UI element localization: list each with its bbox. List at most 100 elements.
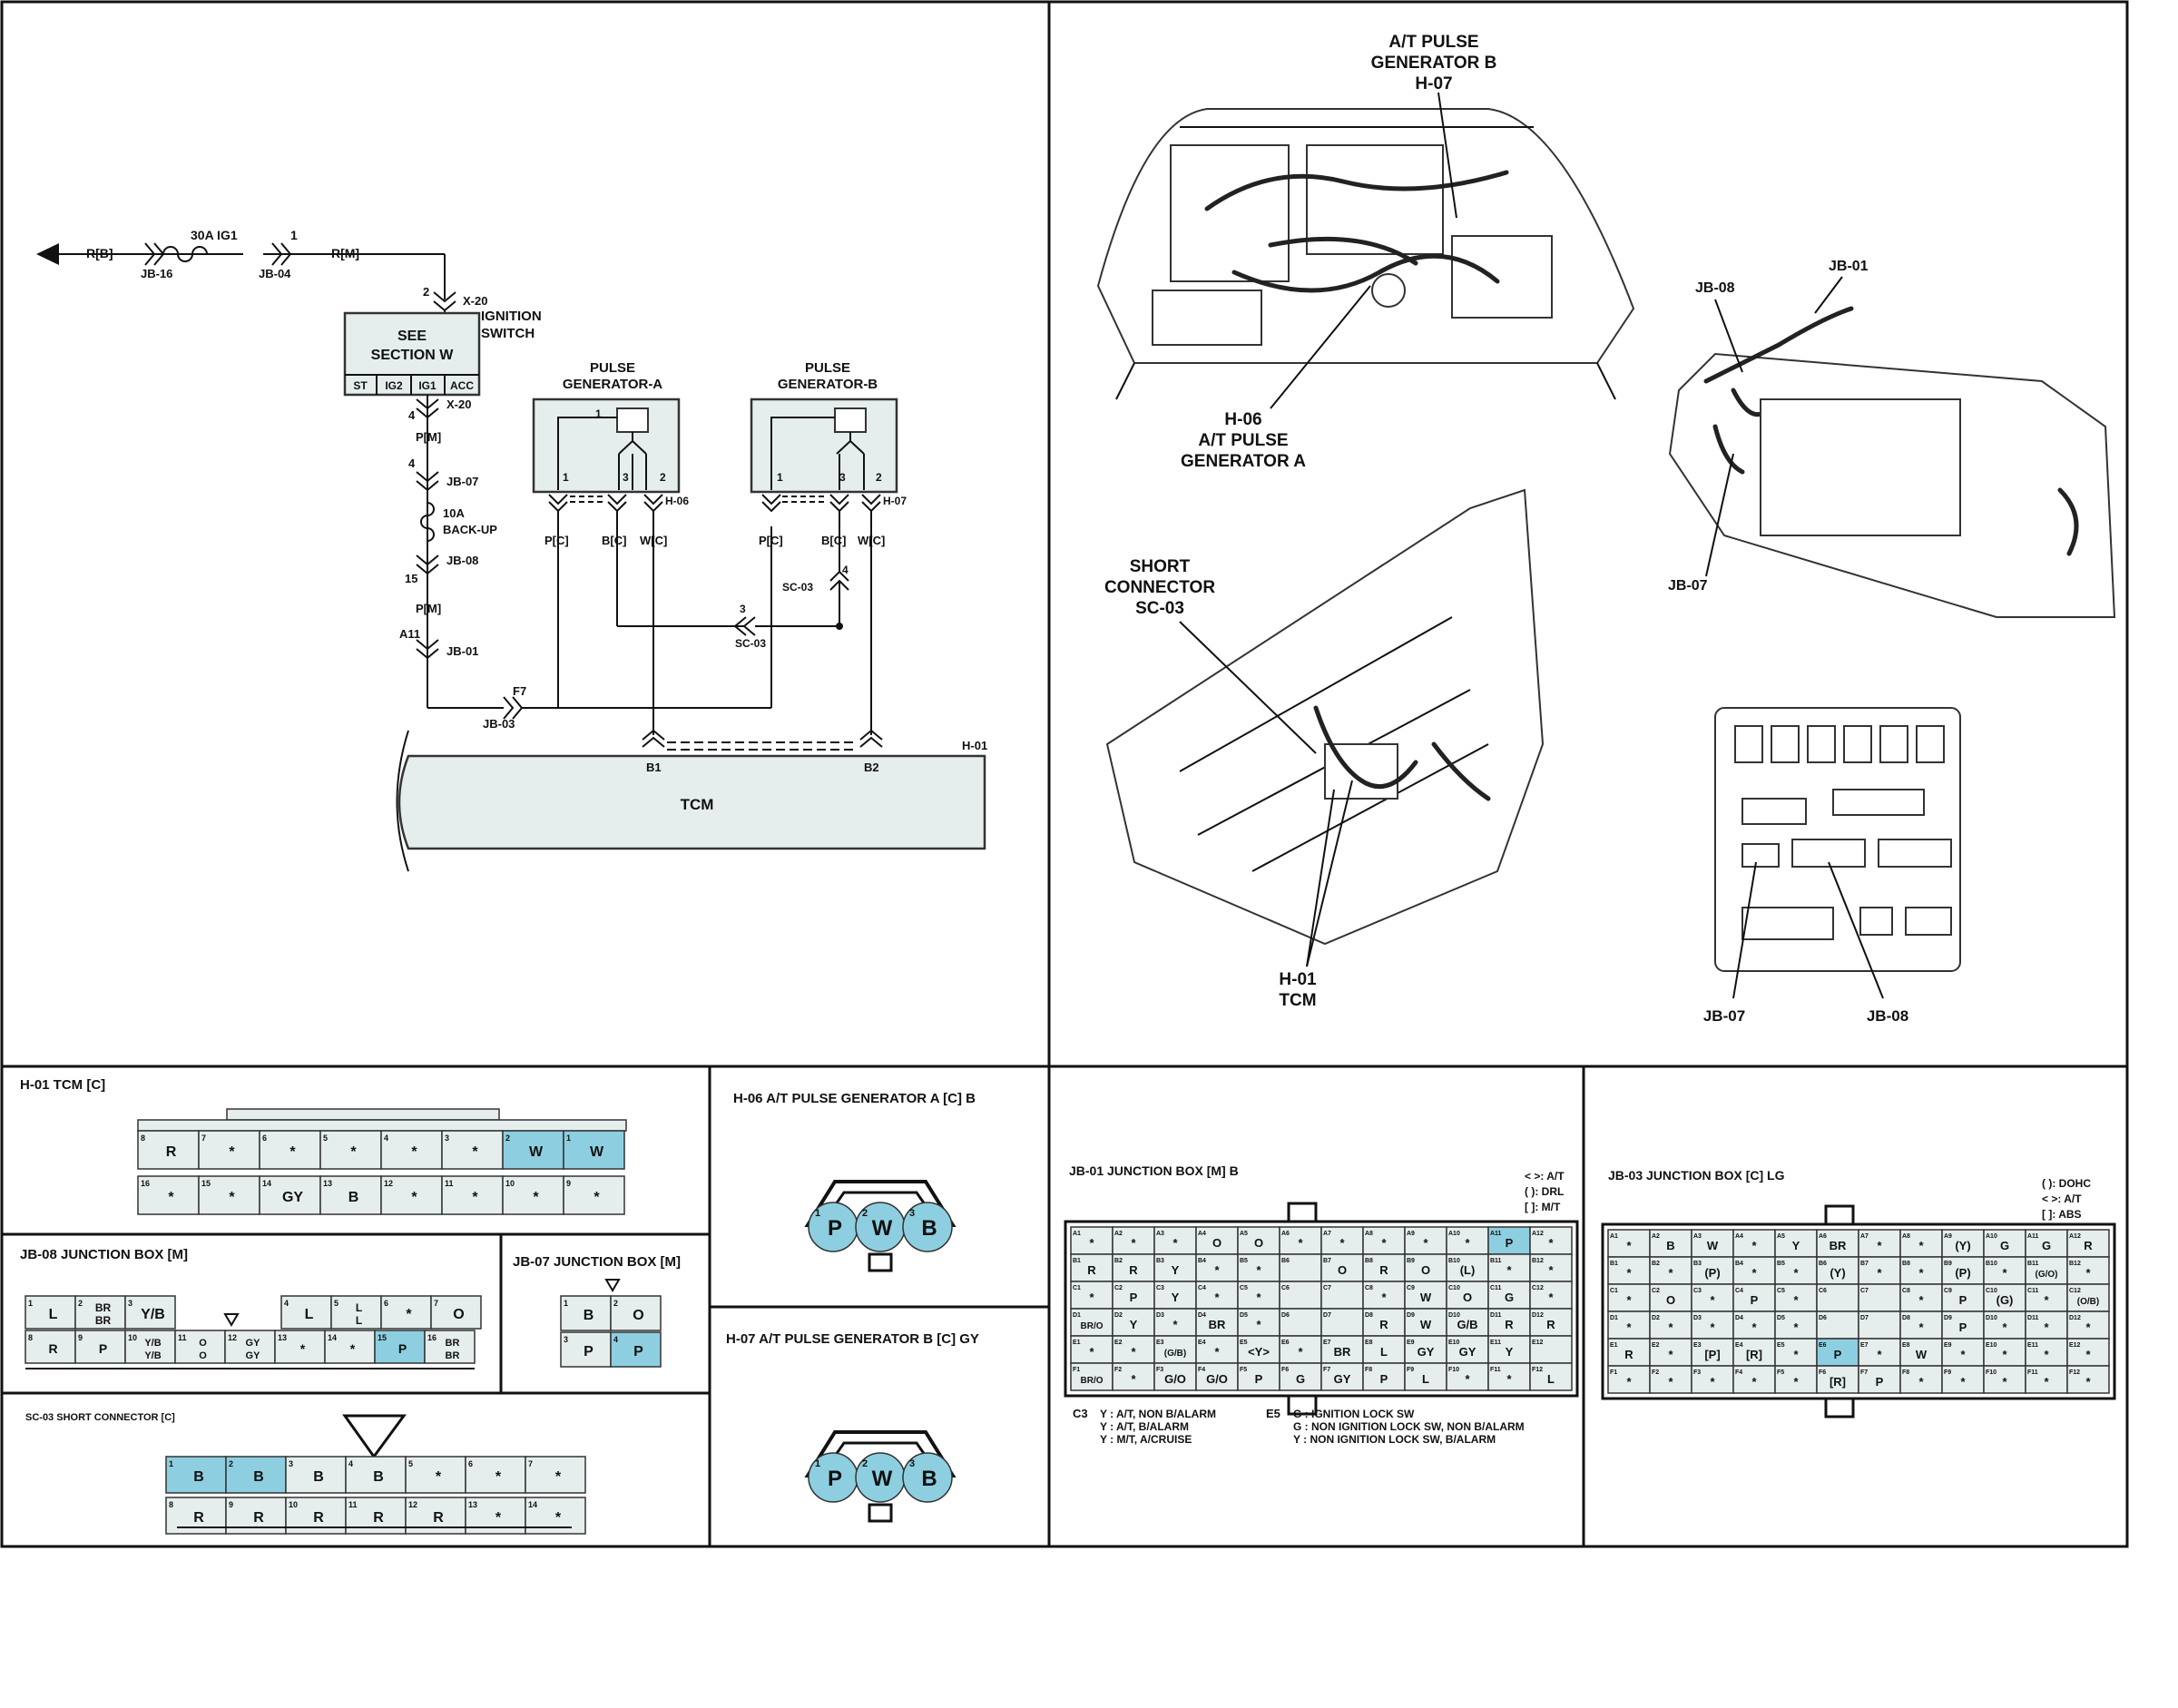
- label-fuse-backup: BACK-UP: [443, 523, 497, 536]
- engine-bay-sketch: [1096, 108, 1635, 400]
- h06-pin-number: 2: [862, 1208, 868, 1219]
- sc03-top-pin-number: 7: [528, 1459, 533, 1468]
- panel-frame: [0, 0, 2129, 1548]
- label-sc03-pin4: 4: [842, 564, 849, 576]
- jb03-pin-number: A9: [1944, 1233, 1952, 1240]
- sc03-bottom-wire-color: *: [555, 1510, 562, 1526]
- jb01-pin-number: E11: [1490, 1340, 1501, 1346]
- sc03-top-wire-color: B: [253, 1469, 264, 1485]
- jb03-wire-color: *: [1751, 1320, 1757, 1334]
- jb03-cell: [1774, 1338, 1818, 1367]
- jb01-connector-title: JB-01 JUNCTION BOX [M] B: [1069, 1163, 1239, 1178]
- jb08-top-cell: [25, 1295, 76, 1330]
- jb01-wire-color: P: [1255, 1372, 1263, 1386]
- jb01-wire-color: Y: [1506, 1345, 1514, 1359]
- label-pgb-pin3: 3: [839, 471, 846, 484]
- jb01-pin-number: B12: [1532, 1258, 1544, 1264]
- arrow-left-icon: [36, 243, 59, 265]
- jb01-pin-number: B8: [1365, 1258, 1373, 1264]
- jb08-top-wire-color: BR: [95, 1314, 112, 1327]
- jb01-cell: [1112, 1281, 1155, 1310]
- jb01-cell: [1195, 1308, 1239, 1337]
- sc03-top-cell: [285, 1456, 347, 1494]
- jb01-wire-color: GY: [1334, 1372, 1351, 1386]
- jb01-cell: [1320, 1281, 1364, 1310]
- jb01-cell: [1070, 1226, 1114, 1255]
- jb01-wire-color: O: [1212, 1236, 1221, 1250]
- jb01-wire-color: P: [1380, 1372, 1388, 1386]
- jb03-wire-color: [R]: [1830, 1375, 1846, 1389]
- label-pgb-2: GENERATOR-B: [778, 377, 878, 392]
- jb01-wire-color: *: [1548, 1263, 1554, 1277]
- jb01-wire-color: *: [1548, 1291, 1554, 1304]
- jb01-wire-color: P: [1506, 1236, 1514, 1250]
- sc03-top-cell: [225, 1456, 287, 1494]
- jb03-cell: [1607, 1310, 1651, 1340]
- jb01-wire-color: R: [1505, 1318, 1514, 1331]
- jb01-pin-number: E9: [1407, 1340, 1415, 1346]
- h01-bottom-pin-number: 10: [505, 1179, 515, 1188]
- sc03-bottom-pin-number: 9: [229, 1500, 233, 1509]
- jb01-pin-number: E5: [1240, 1340, 1248, 1346]
- label-short-1: SHORT: [1130, 557, 1191, 576]
- label-jb08: JB-08: [446, 554, 478, 567]
- jb07-top-pin-number: 2: [613, 1299, 618, 1308]
- jb08-top-pin-number: 6: [384, 1299, 388, 1308]
- jb01-pin-number: F9: [1407, 1367, 1414, 1373]
- jb03-pin-number: E4: [1735, 1342, 1743, 1349]
- jb08-bottom-cell: [424, 1330, 476, 1364]
- jb01-wire-color: R: [1379, 1318, 1388, 1331]
- h01-bottom-wire-color: *: [472, 1190, 478, 1205]
- jb07-bottom-pin-number: 3: [564, 1335, 568, 1344]
- label-sw-st: ST: [353, 379, 368, 392]
- jb03-wire-color: *: [1710, 1320, 1715, 1334]
- jb03-cell: [2066, 1283, 2110, 1312]
- jb01-pin-number: E4: [1198, 1340, 1206, 1346]
- jb01-cell: [1404, 1362, 1447, 1391]
- jb01-wire-color: Y: [1172, 1291, 1180, 1304]
- jb01-pin-number: C7: [1323, 1285, 1331, 1291]
- jb01-note-e5: Y : NON IGNITION LOCK SW, B/ALARM: [1293, 1433, 1496, 1446]
- jb01-wire-color: G/B: [1457, 1318, 1477, 1331]
- label-pga-1: PULSE: [590, 360, 635, 376]
- jb01-pin-number: C12: [1532, 1285, 1544, 1291]
- jb01-pin-number: C8: [1365, 1285, 1373, 1291]
- jb01-pin-number: B2: [1114, 1258, 1123, 1264]
- jb03-pin-number: D2: [1652, 1315, 1660, 1321]
- label-loc-jb08: JB-08: [1695, 280, 1735, 296]
- jb01-wire-color: GY: [1459, 1345, 1477, 1359]
- jb07-bottom-wire-color: P: [584, 1344, 594, 1360]
- jb03-wire-color: *: [1751, 1239, 1757, 1252]
- jb03-wire-color: *: [2085, 1375, 2091, 1389]
- jb03-pin-number: A4: [1735, 1233, 1743, 1240]
- jb01-cell: [1237, 1281, 1280, 1310]
- jb03-pin-number: F9: [1944, 1369, 1951, 1376]
- jb03-pin-number: B11: [2027, 1261, 2039, 1267]
- label-sw-acc: ACC: [450, 379, 474, 392]
- jb03-pin-number: A5: [1777, 1233, 1785, 1240]
- jb01-pin-number: F12: [1532, 1367, 1543, 1373]
- label-pga-pin1: 1: [595, 407, 602, 420]
- jb03-legend-item: ( ): DOHC: [2042, 1177, 2091, 1190]
- jb03-cell: [1732, 1256, 1776, 1285]
- jb08-bottom-pin-number: 15: [378, 1333, 387, 1342]
- jb03-wire-color: *: [1877, 1239, 1882, 1252]
- jb01-pin-number: C1: [1073, 1285, 1081, 1291]
- jb03-pin-number: D10: [1986, 1315, 1997, 1321]
- sc03-top-wire-color: *: [555, 1469, 562, 1485]
- jb01-wire-color: G: [1296, 1372, 1305, 1386]
- label-h01-1: H-01: [1279, 970, 1317, 989]
- sc03-bottom-wire-color: R: [253, 1510, 264, 1526]
- jb03-pin-number: E5: [1777, 1342, 1785, 1349]
- label-pga-wire-b: B[C]: [602, 534, 626, 547]
- jb03-pin-number: B7: [1860, 1261, 1869, 1267]
- jb01-pin-number: F8: [1365, 1367, 1372, 1373]
- sc03-top-pin-number: 3: [289, 1459, 293, 1468]
- jb03-wire-color: [P]: [1704, 1348, 1720, 1361]
- jb01-pin-number: A9: [1407, 1231, 1415, 1237]
- jb07-top-wire-color: B: [584, 1308, 594, 1323]
- jb01-cell: [1529, 1362, 1573, 1391]
- jb03-pin-number: E7: [1860, 1342, 1869, 1349]
- sc03-connector-title: SC-03 SHORT CONNECTOR [C]: [25, 1412, 175, 1423]
- jb01-cell: [1320, 1362, 1364, 1391]
